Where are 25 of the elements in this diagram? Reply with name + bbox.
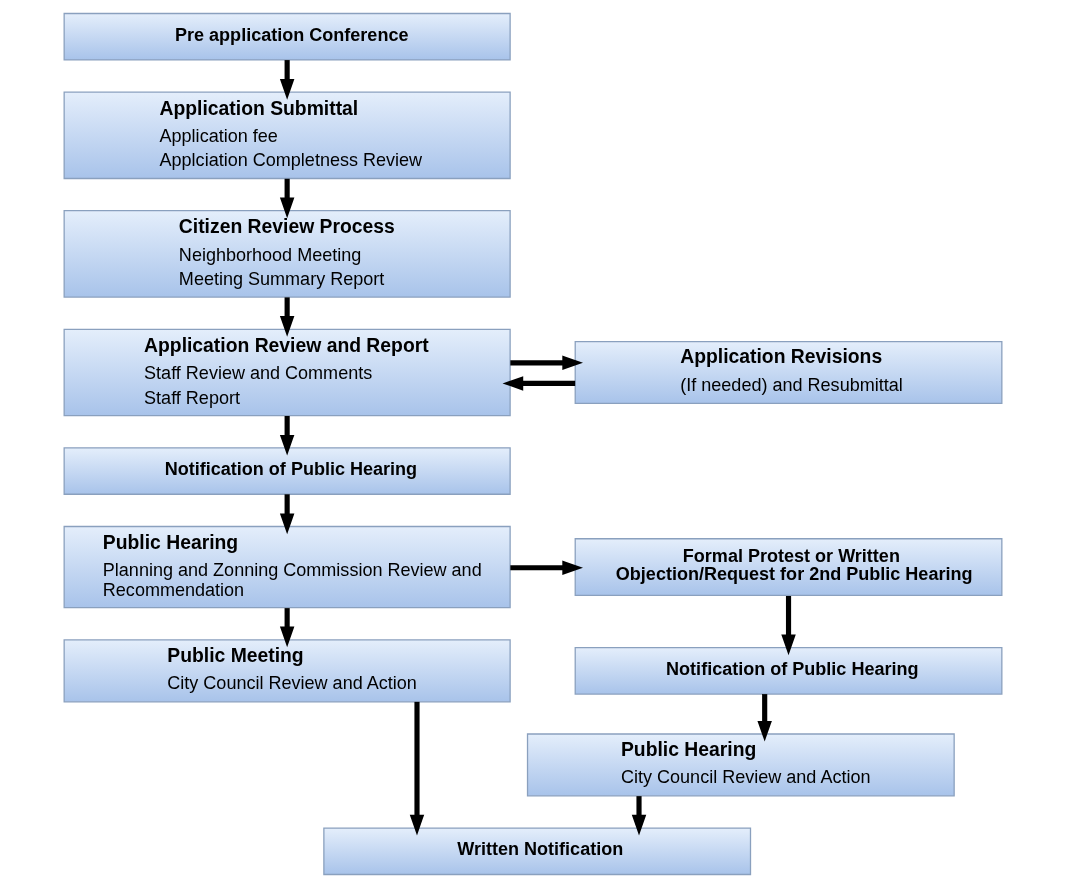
arrow xyxy=(510,355,583,371)
arrow xyxy=(279,297,295,337)
node-box: Application Revisions (If needed) and Resubmittal xyxy=(574,340,1003,405)
node-box: Public Meeting City Council Review and Action xyxy=(63,639,511,703)
arrow xyxy=(757,694,772,742)
node-box: Notification of Public Hearing xyxy=(63,447,511,495)
node-box: Application Review and Report Staff Review and Comments Staff Report xyxy=(63,328,511,417)
node-box: Formal Protest or Written Objection/Request for 2nd Public Hearing xyxy=(574,538,1003,597)
arrow xyxy=(279,416,295,456)
node-box: Written Notification xyxy=(323,827,752,876)
node-box: Pre application Conference xyxy=(63,12,511,61)
node-box: Citizen Review Process Neighborhood Meeting Meeting Summary Report xyxy=(63,210,511,298)
arrow xyxy=(631,796,647,836)
arrow xyxy=(502,376,576,391)
arrow xyxy=(279,494,295,535)
arrow xyxy=(279,60,295,100)
node-box: Notification of Public Hearing xyxy=(574,647,1003,695)
arrow xyxy=(279,178,295,219)
arrow xyxy=(781,596,796,656)
node-box: Application Submittal Application fee Applciation Completness Review xyxy=(63,91,511,180)
arrow xyxy=(279,608,295,648)
arrow xyxy=(409,701,425,836)
node-box: Public Hearing City Council Review and Action xyxy=(526,733,955,797)
node-box: Public Hearing Planning and Zonning Commission Review and Recommendation xyxy=(63,525,511,609)
arrow xyxy=(510,560,583,575)
